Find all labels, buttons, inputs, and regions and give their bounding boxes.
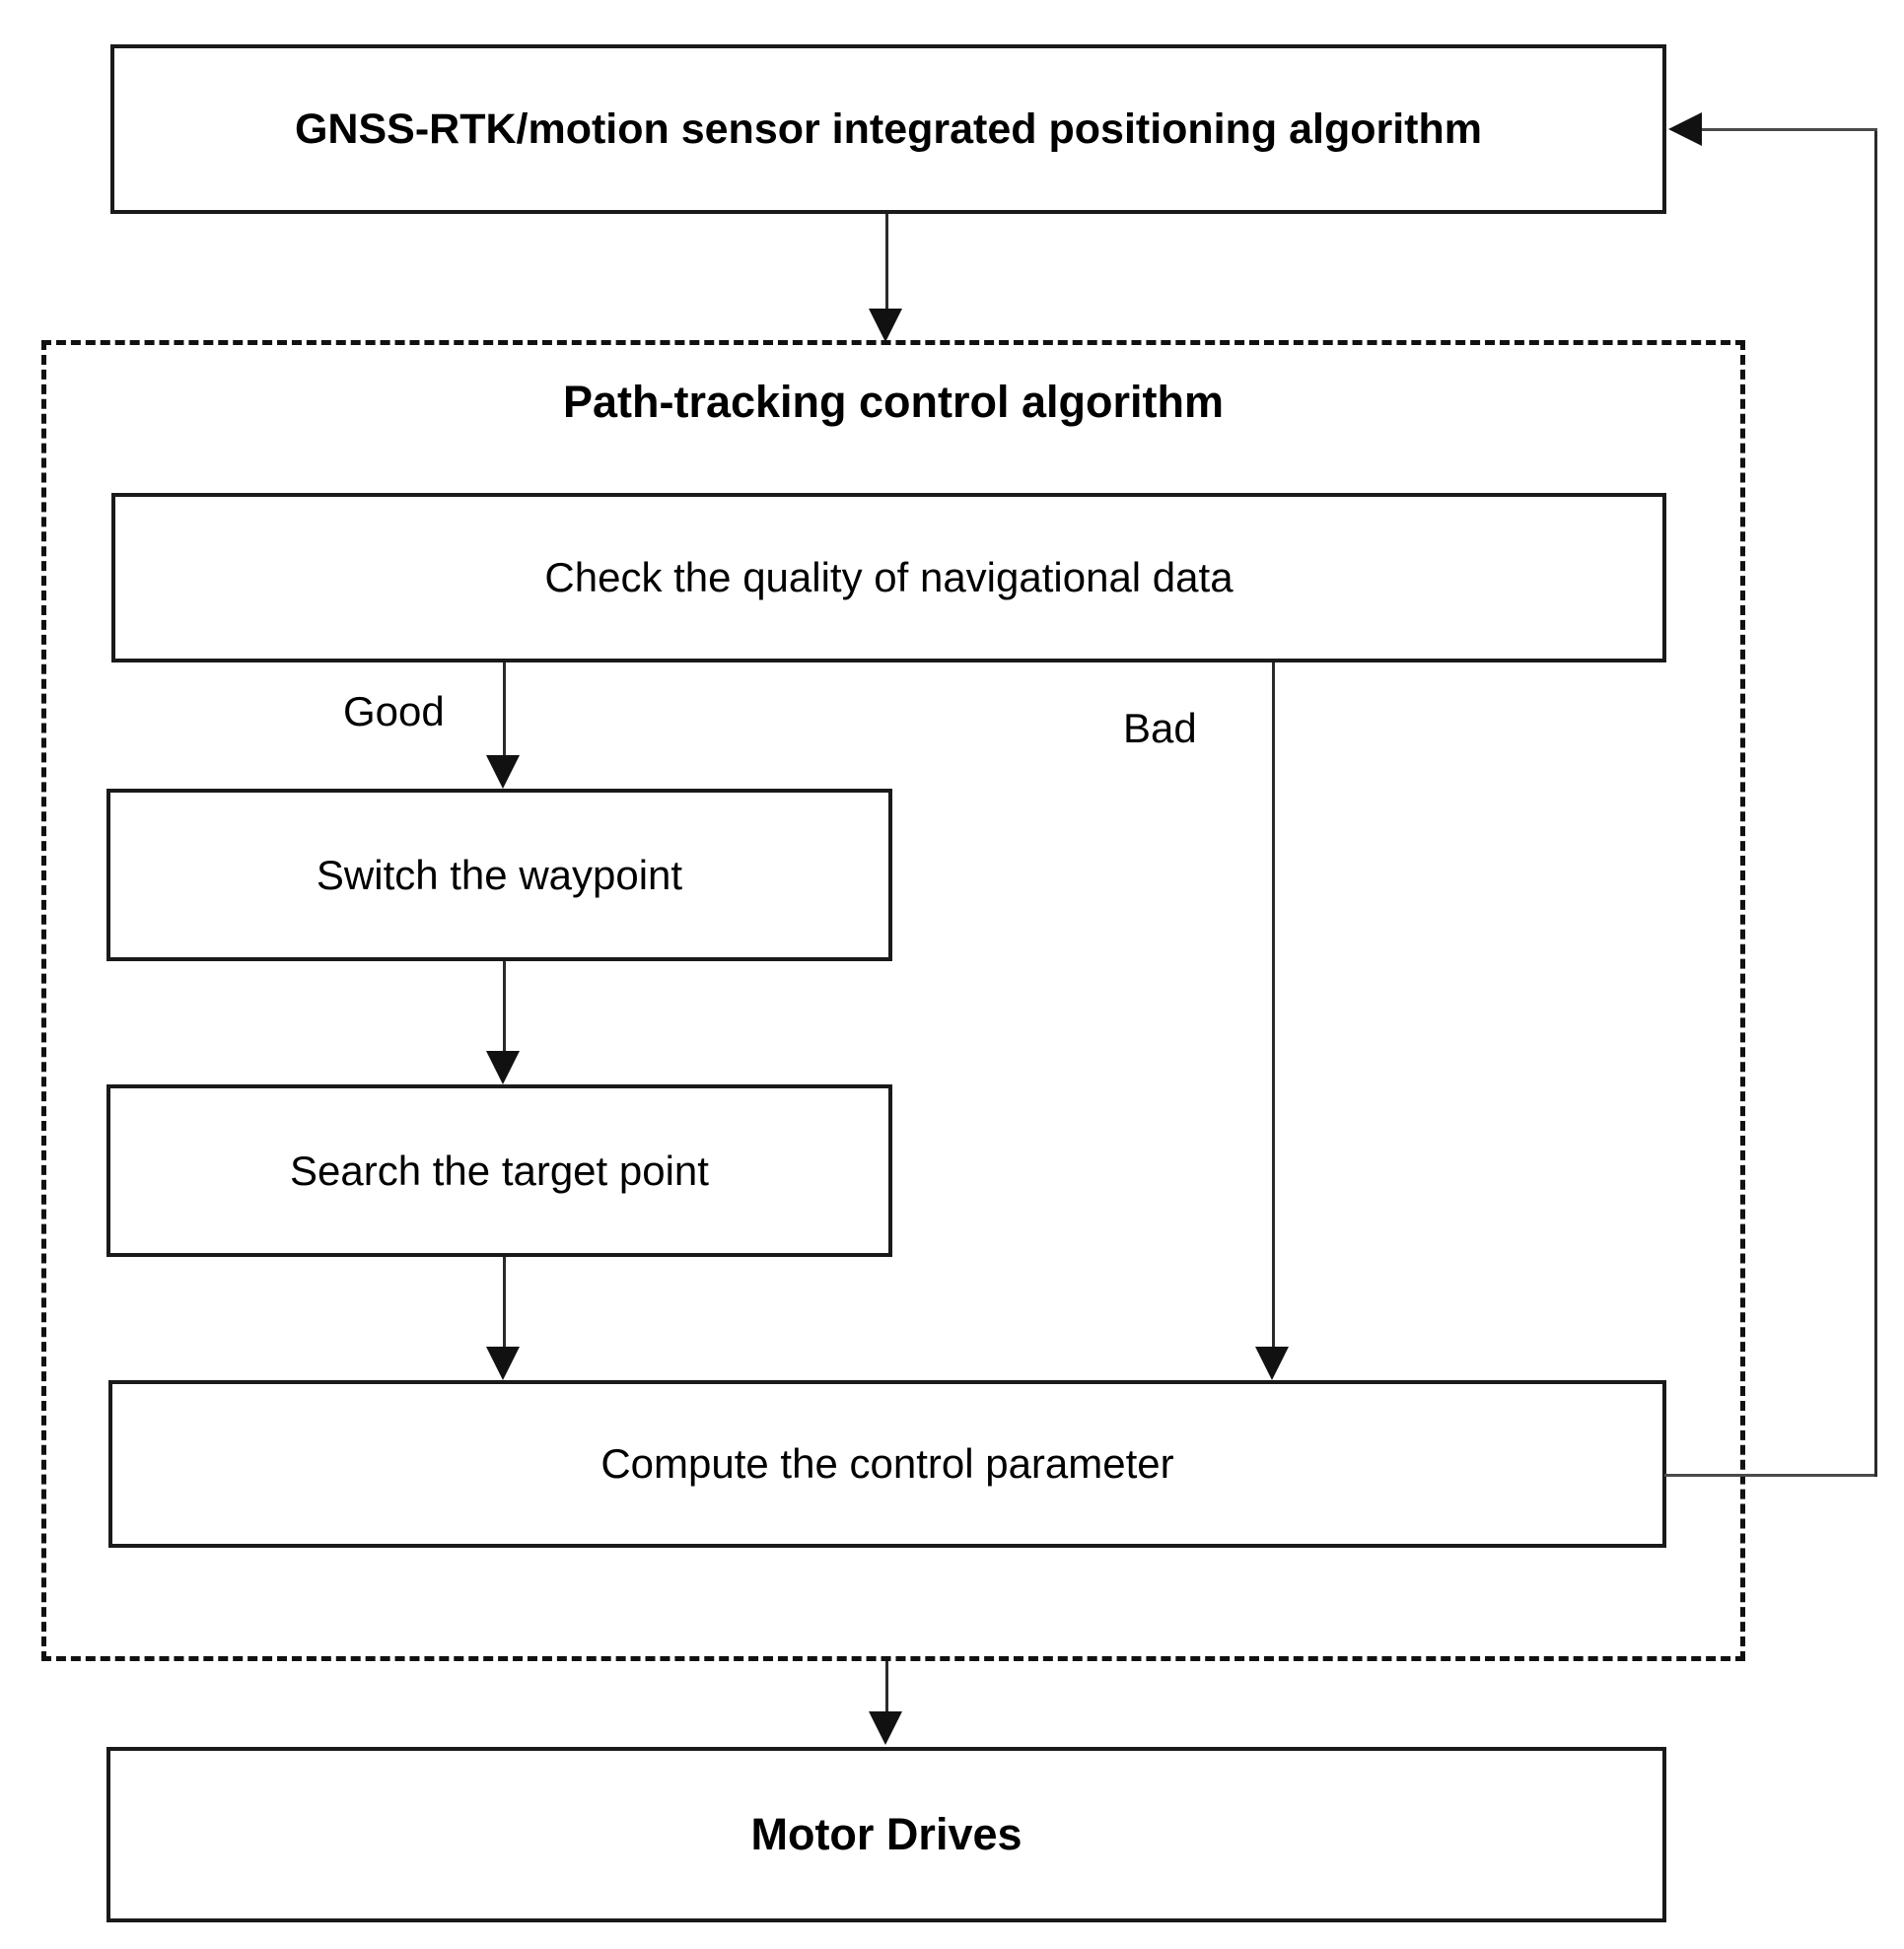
edge-group-to-motor-line — [885, 1661, 888, 1716]
edge-feedback-arrowhead — [1668, 112, 1702, 146]
edge-label-bad: Bad — [1123, 705, 1197, 751]
edge-switch-to-search-arrowhead — [486, 1051, 520, 1084]
node-check-quality-label: Check the quality of navigational data — [544, 554, 1234, 600]
group-path-tracking-title: Path-tracking control algorithm — [562, 377, 1225, 427]
edge-good-arrowhead — [486, 755, 520, 789]
node-search-target-point: Search the target point — [106, 1084, 892, 1257]
node-check-quality: Check the quality of navigational data — [111, 493, 1666, 662]
node-switch-waypoint: Switch the waypoint — [106, 789, 892, 961]
node-positioning-algorithm: GNSS-RTK/motion sensor integrated positi… — [110, 44, 1666, 214]
edge-feedback-vertical — [1874, 128, 1877, 1477]
edge-good-line — [503, 662, 506, 761]
edge-positioning-to-group-arrowhead — [869, 309, 902, 342]
edge-feedback-horizontal-top — [1700, 128, 1877, 131]
node-motor-drives: Motor Drives — [106, 1747, 1666, 1922]
edge-label-good: Good — [343, 688, 445, 734]
node-search-target-point-label: Search the target point — [290, 1147, 709, 1194]
group-path-tracking-control-algorithm — [41, 340, 1745, 1661]
node-compute-control-parameter: Compute the control parameter — [108, 1380, 1666, 1548]
edge-search-to-compute-line — [503, 1257, 506, 1353]
node-compute-control-parameter-label: Compute the control parameter — [600, 1440, 1174, 1487]
edge-group-to-motor-arrowhead — [869, 1711, 902, 1745]
edge-switch-to-search-line — [503, 961, 506, 1057]
edge-bad-line — [1272, 662, 1275, 1353]
edge-search-to-compute-arrowhead — [486, 1347, 520, 1380]
node-switch-waypoint-label: Switch the waypoint — [316, 851, 683, 898]
node-positioning-algorithm-label: GNSS-RTK/motion sensor integrated positi… — [294, 104, 1483, 153]
edge-feedback-horizontal-bottom — [1664, 1474, 1877, 1477]
edge-bad-arrowhead — [1255, 1347, 1289, 1380]
node-motor-drives-label: Motor Drives — [750, 1809, 1023, 1859]
edge-positioning-to-group-line — [885, 214, 888, 313]
